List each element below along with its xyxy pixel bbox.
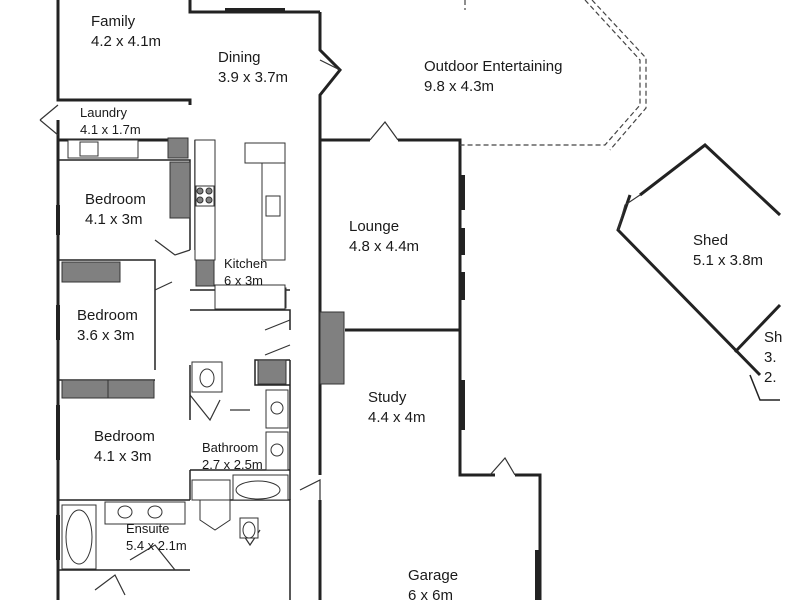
room-size-extra: 2. <box>764 369 777 386</box>
room-name: Kitchen <box>224 256 268 271</box>
bathroom-fixtures <box>61 361 289 570</box>
room-name: Dining <box>218 49 261 66</box>
room-name: Bathroom <box>202 440 259 455</box>
room-name: Bedroom <box>94 428 155 445</box>
room-name: Outdoor Entertaining <box>424 58 563 75</box>
outdoor-area-outline <box>460 0 647 151</box>
room-size: 6 x 6m <box>408 587 454 604</box>
room-name: Study <box>368 389 407 406</box>
room-name: Sh <box>764 329 783 346</box>
room-name: Garage <box>408 567 459 584</box>
room-family: Family 4.2 x 4.1m <box>91 12 161 52</box>
room-name: Bedroom <box>85 191 146 208</box>
room-bedroom-1: Bedroom 4.1 x 3m <box>85 190 146 230</box>
room-name: Ensuite <box>126 521 170 536</box>
room-size: 6 x 3m <box>224 273 264 288</box>
room-outdoor-entertaining: Outdoor Entertaining 9.8 x 4.3m <box>424 57 562 97</box>
room-size: 2.7 x 2.5m <box>202 457 263 472</box>
room-size: 4.1 x 3m <box>85 211 143 228</box>
room-size: 5.1 x 3.8m <box>693 252 764 269</box>
windows <box>56 8 539 600</box>
kitchen-fixtures <box>67 139 286 310</box>
room-dining: Dining 3.9 x 3.7m <box>218 48 288 88</box>
room-size: 4.1 x 3m <box>94 448 152 465</box>
room-size: 4.8 x 4.4m <box>349 238 420 255</box>
room-size: 4.4 x 4m <box>368 409 426 426</box>
cabinets <box>61 137 345 399</box>
room-bedroom-2: Bedroom 3.6 x 3m <box>77 306 138 346</box>
room-shed: Shed 5.1 x 3.8m <box>693 231 763 271</box>
room-size: 3.9 x 3.7m <box>218 69 289 86</box>
room-name: Laundry <box>80 105 127 120</box>
room-kitchen: Kitchen 6 x 3m <box>224 255 267 289</box>
room-size: 3.6 x 3m <box>77 327 135 344</box>
room-size: 4.1 x 1.7m <box>80 122 141 137</box>
room-name: Lounge <box>349 218 400 235</box>
room-name: Shed <box>693 232 729 249</box>
room-bedroom-3: Bedroom 4.1 x 3m <box>94 427 155 467</box>
doors <box>39 59 516 596</box>
room-size: 5.4 x 2.1m <box>126 538 187 553</box>
room-size: 4.2 x 4.1m <box>91 33 162 50</box>
room-size: 3. <box>764 349 777 366</box>
shed-walls <box>616 143 782 401</box>
room-study: Study 4.4 x 4m <box>368 388 426 428</box>
room-name: Family <box>91 13 136 30</box>
room-ensuite: Ensuite 5.4 x 2.1m <box>126 520 187 554</box>
room-size: 9.8 x 4.3m <box>424 78 495 95</box>
room-bathroom: Bathroom 2.7 x 2.5m <box>202 439 263 473</box>
room-laundry: Laundry 4.1 x 1.7m <box>80 104 141 138</box>
room-shed-2: Sh 3. 2. <box>764 328 782 388</box>
room-garage: Garage 6 x 6m <box>408 566 458 606</box>
room-name: Bedroom <box>77 307 138 324</box>
room-lounge: Lounge 4.8 x 4.4m <box>349 217 419 257</box>
